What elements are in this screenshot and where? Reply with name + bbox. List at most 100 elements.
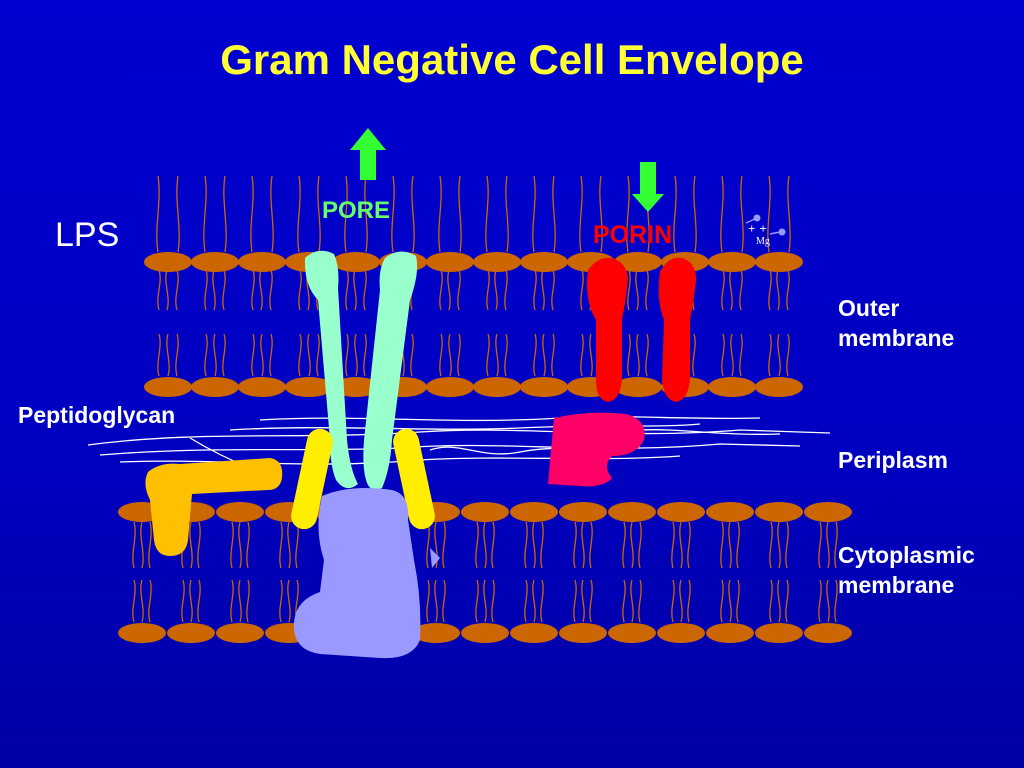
lipid-head (520, 377, 568, 397)
lipid-tail (316, 333, 320, 377)
lipid-tail (635, 269, 639, 311)
lipid-tail (767, 175, 771, 253)
lipid-tail (270, 175, 274, 253)
lipid-tail (297, 175, 301, 253)
lipid-tail (580, 333, 584, 377)
lipid-tail (251, 333, 255, 377)
lipid-tail (189, 521, 193, 569)
lipid-tail (345, 333, 349, 377)
cytoplasmic-membrane-lower-heads (118, 623, 852, 643)
lipid-tail (223, 175, 227, 253)
lipid-tail (671, 579, 675, 623)
lipid-tail (504, 333, 508, 377)
lipid-tail (483, 521, 487, 569)
lipid-tail (132, 521, 136, 569)
lipid-tail (259, 269, 263, 311)
peptidoglycan-layer (87, 415, 831, 469)
lipid-head (167, 623, 215, 643)
lipid-tail (636, 333, 640, 377)
lipid-tail (189, 579, 193, 623)
lipid-tail (679, 579, 683, 623)
lipid-tail (148, 579, 152, 623)
lipid-tail (785, 579, 789, 623)
lipid-tail (740, 175, 744, 253)
lipid-tail (721, 269, 725, 311)
lipid-head (473, 252, 521, 272)
periplasm-label: Periplasm (838, 447, 948, 473)
lipid-tail (353, 269, 357, 311)
lipid-tail (552, 175, 556, 253)
lilac-transport-protein (293, 488, 440, 659)
lipid-tail (573, 521, 577, 569)
lipid-tail (645, 333, 649, 377)
lipid-tail (411, 175, 415, 253)
pore-arrow-up-icon (350, 128, 386, 180)
lipid-head (708, 377, 756, 397)
lipid-tail (307, 333, 311, 377)
lipid-tail (197, 579, 201, 623)
outer-membrane-lps-chains (156, 175, 791, 311)
lipid-tail (457, 269, 461, 311)
lipid-head (426, 377, 474, 397)
lipid-tail (769, 521, 773, 569)
lipid-head (191, 252, 239, 272)
lipid-head (144, 252, 192, 272)
outer-membrane-inner-tails (157, 333, 790, 377)
lipid-tail (410, 333, 414, 377)
pore-protein-right (363, 251, 418, 490)
lipid-tail (769, 579, 773, 623)
lipid-head (473, 377, 521, 397)
lipid-tail (391, 175, 395, 253)
lipid-tail (165, 269, 169, 311)
lipid-tail (728, 579, 732, 623)
lipid-tail (630, 521, 634, 569)
mg-symbol: Mg (756, 236, 770, 247)
lipid-tail (197, 521, 201, 569)
lipid-tail (246, 579, 250, 623)
lipid-tail (287, 521, 291, 569)
lipid-tail (354, 333, 358, 377)
lipid-tail (212, 269, 216, 311)
lipid-head (238, 252, 286, 272)
pore-label: PORE (322, 197, 391, 224)
lipid-head (804, 623, 852, 643)
lipid-tail (298, 269, 302, 311)
lipid-tail (768, 269, 772, 311)
lipid-head (706, 502, 754, 522)
lipid-tail (222, 333, 226, 377)
lipid-tail (786, 333, 790, 377)
lipid-tail (579, 175, 583, 253)
lipid-head (657, 502, 705, 522)
lipid-tail (581, 521, 585, 569)
lipid-tail (491, 521, 495, 569)
lipid-tail (230, 579, 234, 623)
lipid-tail (777, 521, 781, 569)
lipid-tail (589, 579, 593, 623)
lipid-tail (834, 579, 838, 623)
page-title: Gram Negative Cell Envelope (220, 36, 804, 83)
lipid-head (510, 502, 558, 522)
lipid-tail (739, 333, 743, 377)
lipid-head (608, 502, 656, 522)
lipid-tail (250, 175, 254, 253)
lipid-tail (157, 333, 161, 377)
lipid-tail (532, 521, 536, 569)
lipid-tail (645, 269, 649, 311)
lipid-tail (787, 175, 791, 253)
lipid-tail (728, 521, 732, 569)
pore-protein-left (304, 250, 358, 489)
lipid-tail (524, 521, 528, 569)
lipid-tail (687, 579, 691, 623)
outer-membrane-lower-heads (144, 377, 803, 397)
lipid-head (755, 377, 803, 397)
lipid-tail (457, 333, 461, 377)
lipid-tail (627, 269, 631, 311)
lipid-head (804, 502, 852, 522)
outer-membrane-upper-heads (144, 252, 803, 272)
lipid-tail (230, 521, 234, 569)
lipid-tail (364, 175, 368, 253)
lipid-tail (589, 333, 593, 377)
lipid-tail (673, 175, 677, 253)
lipid-tail (483, 579, 487, 623)
